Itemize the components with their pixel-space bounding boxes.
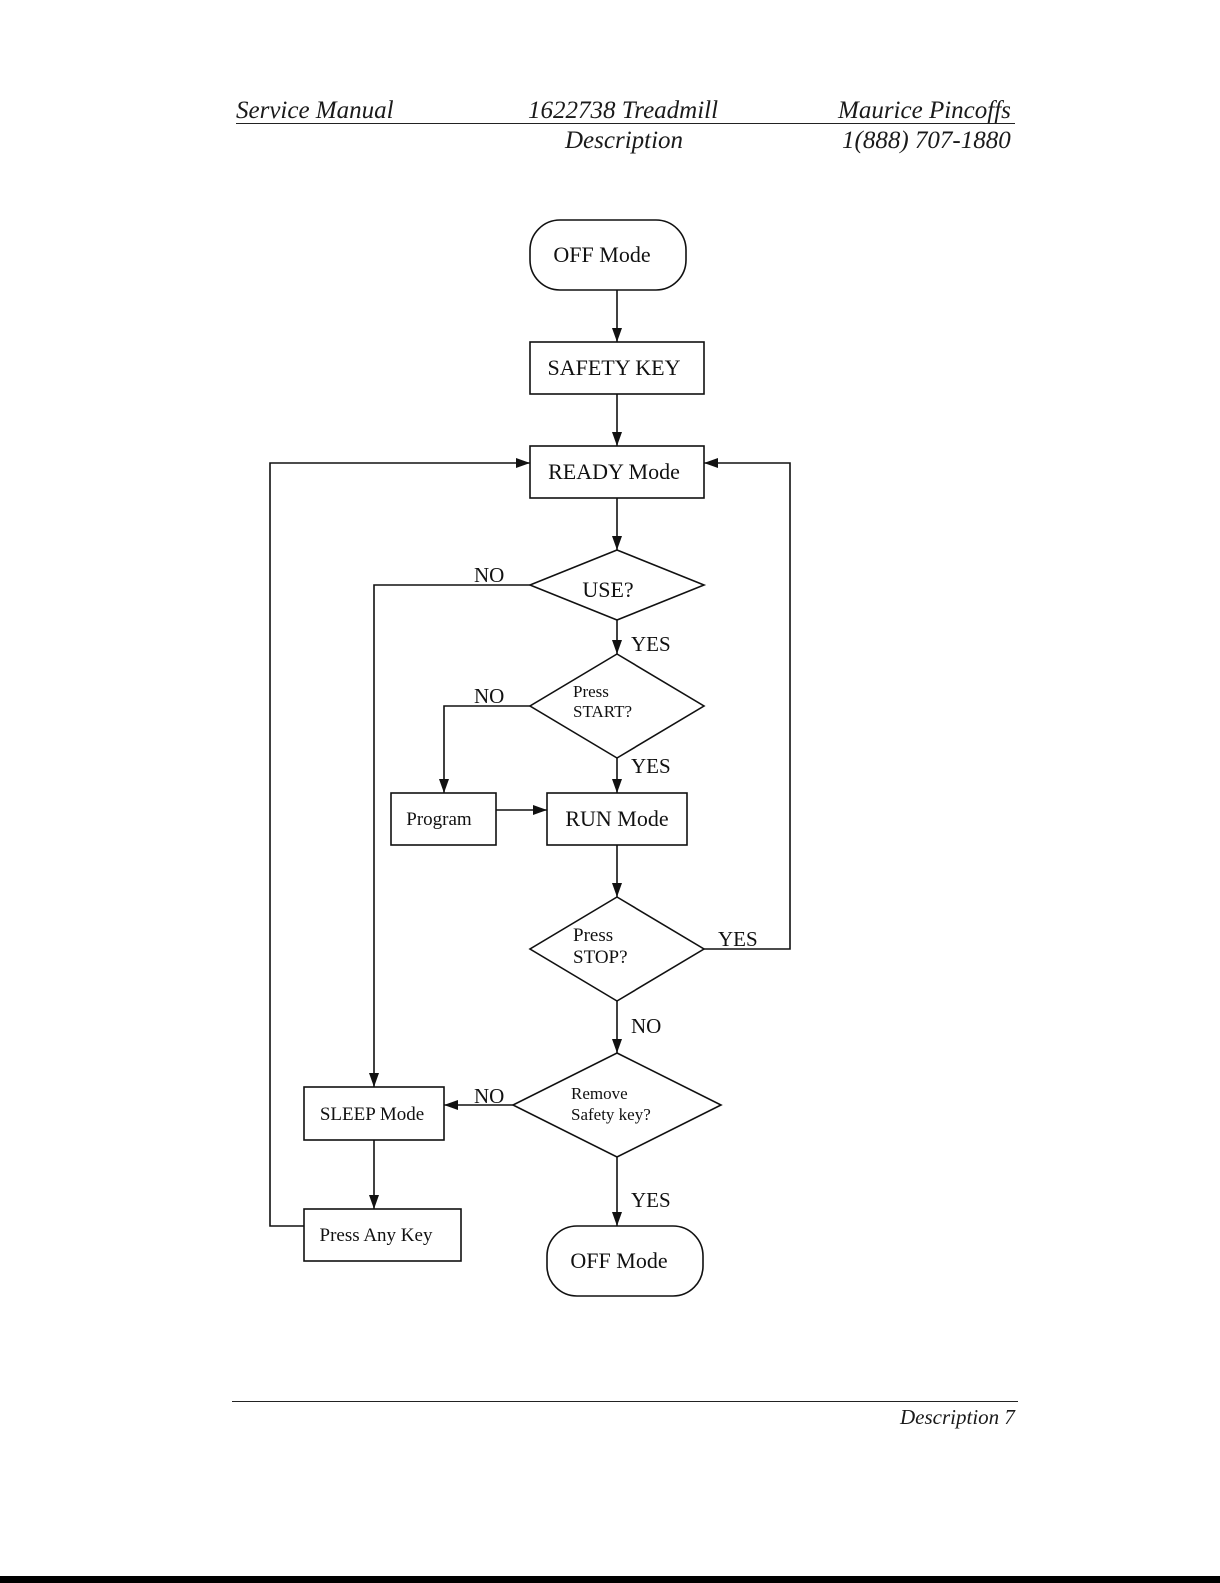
edge-label-start-no: NO bbox=[474, 684, 504, 708]
ready-mode-label: READY Mode bbox=[548, 459, 680, 484]
arrow-start-no-to-program bbox=[444, 706, 530, 793]
press-stop-line1: Press bbox=[573, 925, 613, 946]
edge-label-stop-no: NO bbox=[631, 1014, 661, 1038]
press-start-line1: Press bbox=[573, 682, 609, 701]
arrow-stop-yes-to-ready bbox=[704, 463, 790, 949]
remove-safety-line2: Safety key? bbox=[571, 1105, 651, 1124]
press-stop-line2: STOP? bbox=[573, 947, 628, 968]
scan-bottom-edge bbox=[0, 1576, 1220, 1583]
edge-label-use-no: NO bbox=[474, 563, 504, 587]
press-any-key-label: Press Any Key bbox=[320, 1225, 433, 1246]
use-question-label: USE? bbox=[582, 577, 633, 602]
press-start-line2: START? bbox=[573, 702, 632, 721]
off-mode-bottom-label: OFF Mode bbox=[570, 1248, 667, 1273]
safety-key-label: SAFETY KEY bbox=[547, 355, 680, 380]
arrow-use-no-to-sleep bbox=[374, 585, 530, 1087]
remove-safety-line1: Remove bbox=[571, 1084, 628, 1103]
sleep-mode-label: SLEEP Mode bbox=[320, 1104, 424, 1125]
program-label: Program bbox=[406, 809, 472, 830]
footer-page-label: Description 7 bbox=[900, 1407, 1015, 1428]
edge-label-remove-no: NO bbox=[474, 1084, 504, 1108]
run-mode-label: RUN Mode bbox=[565, 806, 668, 831]
edge-label-use-yes: YES bbox=[631, 632, 671, 656]
edge-label-remove-yes: YES bbox=[631, 1188, 671, 1212]
footer-rule bbox=[232, 1401, 1018, 1402]
edge-label-start-yes: YES bbox=[631, 754, 671, 778]
off-mode-top-label: OFF Mode bbox=[553, 242, 650, 267]
edge-label-stop-yes: YES bbox=[718, 927, 758, 951]
